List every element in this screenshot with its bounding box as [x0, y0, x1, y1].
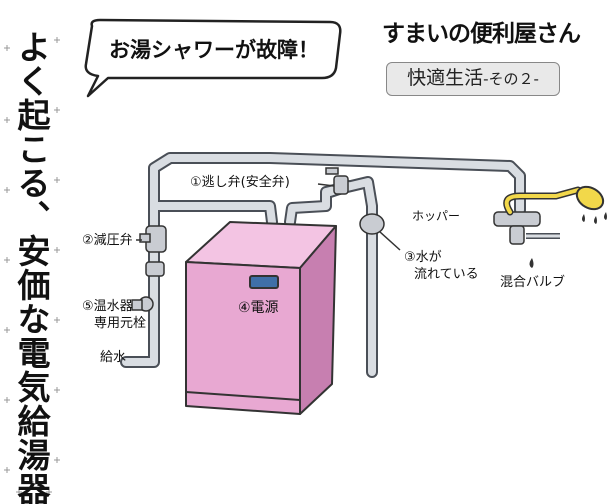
pipes: [120, 152, 526, 378]
subtitle-main: 快適生活: [407, 67, 484, 89]
label-mixing-valve: 混合バルブ: [500, 275, 566, 290]
mixing-valve: [493, 211, 541, 227]
label-water-flowing-1: ③水が: [404, 250, 442, 265]
subtitle-suffix: -その２-: [483, 70, 539, 88]
heater-front: [185, 261, 301, 415]
hopper-drain: [359, 213, 385, 235]
label-relief-valve: ①逃し弁(安全弁): [190, 175, 290, 190]
relief-valve: [333, 175, 349, 195]
dotted-border: [4, 37, 60, 495]
shower: [503, 185, 607, 268]
speech-bubble: [84, 18, 342, 98]
label-arrows: [136, 183, 401, 251]
label-pressure-reducer: ②減圧弁: [82, 233, 133, 248]
brand-logo: すまいの便利屋さん: [382, 20, 581, 47]
fittings: [131, 167, 560, 312]
label-heater-valve-1: ⑤温水器: [82, 299, 133, 314]
water-drop-icon: [529, 258, 534, 268]
label-heater-valve-2: 専用元栓: [94, 316, 147, 331]
subtitle-badge: 快適生活-その２-: [386, 62, 560, 96]
power-panel: [249, 275, 279, 289]
shower-head-icon: [575, 185, 605, 211]
label-hopper: ホッパー: [412, 209, 461, 223]
label-power: ④電源: [238, 300, 279, 316]
side-title: よく起こる、安価な電気給湯器の故障: [12, 30, 51, 504]
bubble-text: お湯シャワーが故障！: [109, 38, 319, 62]
water-heater: [185, 221, 337, 415]
label-water-supply: 給水: [100, 350, 127, 365]
label-water-flowing-2: 流れている: [414, 267, 479, 282]
